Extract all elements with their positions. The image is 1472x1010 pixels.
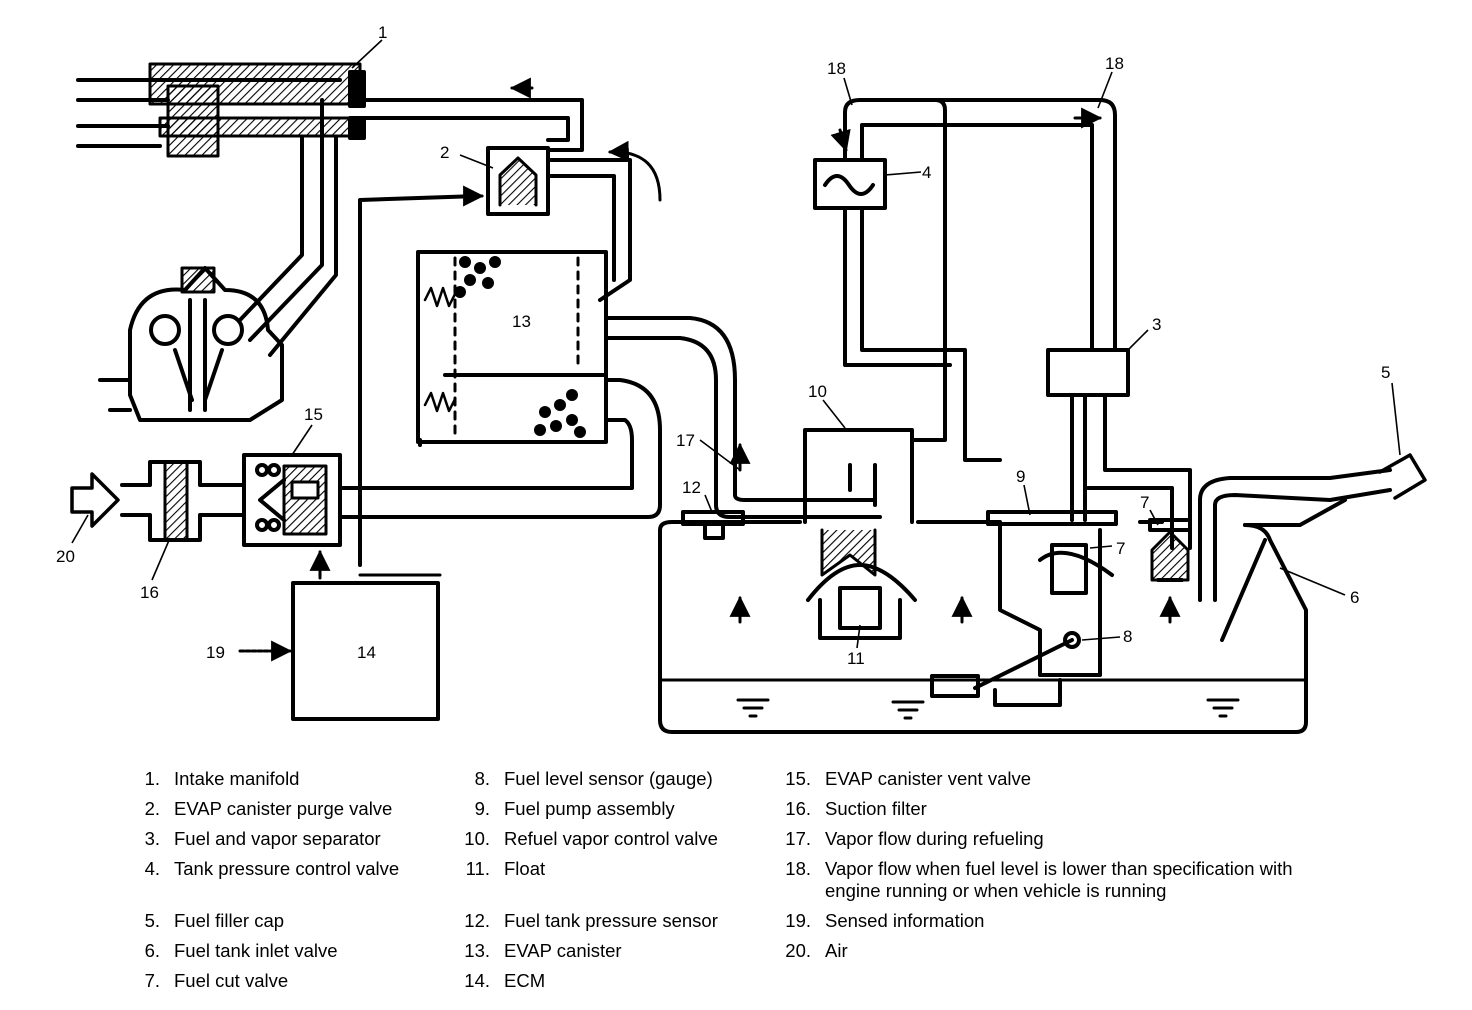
callout-16: 16 xyxy=(140,583,159,602)
callout-14: 14 xyxy=(357,643,376,662)
intake-manifold xyxy=(76,62,572,357)
evap-canister-vent-valve xyxy=(242,453,342,547)
callout-7-left: 7 xyxy=(1116,539,1125,558)
legend-item: 2.EVAP canister purge valve xyxy=(144,798,393,819)
callout-17: 17 xyxy=(676,431,695,450)
callout-15: 15 xyxy=(304,405,323,424)
legend-item: 12.Fuel tank pressure sensor xyxy=(464,910,718,931)
callout-20: 20 xyxy=(56,547,75,566)
callout-18-right: 18 xyxy=(1105,54,1124,73)
legend-item: 1.Intake manifold xyxy=(144,768,300,789)
legend-item: 15.EVAP canister vent valve xyxy=(785,768,1032,789)
legend-item: 11.Float xyxy=(465,858,546,879)
callout-13: 13 xyxy=(512,312,531,331)
legend-item: 14.ECM xyxy=(464,970,546,991)
callout-labels: 1 2 3 4 5 6 7 7 8 9 10 11 12 13 14 15 16… xyxy=(56,23,1390,668)
callout-4: 4 xyxy=(922,163,931,182)
legend-item: 18.Vapor flow when fuel level is lower t… xyxy=(785,858,1293,901)
legend-item: 8.Fuel level sensor (gauge) xyxy=(474,768,713,789)
fuel-tank-pressure-sensor xyxy=(681,510,745,540)
fuel-level-markers xyxy=(736,698,1240,720)
callout-1: 1 xyxy=(378,23,387,42)
fuel-tank xyxy=(658,453,1427,734)
ecm-box xyxy=(291,581,440,721)
callout-18-left: 18 xyxy=(827,59,846,78)
suction-filter xyxy=(120,460,246,542)
tank-pressure-control-valve xyxy=(813,98,1117,462)
callout-leaders xyxy=(71,39,1401,649)
callout-3: 3 xyxy=(1152,315,1161,334)
float-assembly xyxy=(806,528,917,640)
legend-item: 16.Suction filter xyxy=(785,798,927,819)
callout-8: 8 xyxy=(1123,627,1132,646)
callout-12: 12 xyxy=(682,478,701,497)
legend-column-3: 15.EVAP canister vent valve 16.Suction f… xyxy=(777,764,1337,966)
legend-column-2: 8.Fuel level sensor (gauge) 9.Fuel pump … xyxy=(456,764,776,996)
engine-cylinder-head xyxy=(98,266,284,422)
callout-11: 11 xyxy=(847,649,865,668)
evap-canister-purge-valve xyxy=(486,98,632,302)
callout-19: 19 xyxy=(206,643,225,662)
callout-10: 10 xyxy=(808,382,827,401)
callout-6: 6 xyxy=(1350,588,1359,607)
legend-column-1: 1.Intake manifold 2.EVAP canister purge … xyxy=(126,764,456,996)
legend-item: 13.EVAP canister xyxy=(464,940,622,961)
legend-item: 5.Fuel filler cap xyxy=(144,910,285,931)
evap-system-diagram: 1 2 3 4 5 6 7 7 8 9 10 11 12 13 14 15 16… xyxy=(56,23,1427,734)
callout-2: 2 xyxy=(440,143,449,162)
legend-item: 6.Fuel tank inlet valve xyxy=(144,940,338,961)
canister-charcoal xyxy=(454,256,586,438)
air-inlet-arrow xyxy=(70,472,120,528)
legend-item: 3.Fuel and vapor separator xyxy=(144,828,381,849)
legend-item: 19.Sensed information xyxy=(785,910,985,931)
legend-item: 17.Vapor flow during refueling xyxy=(785,828,1044,849)
legend-item: 10.Refuel vapor control valve xyxy=(464,828,718,849)
callout-5: 5 xyxy=(1381,363,1390,382)
legend-item: 20.Air xyxy=(785,940,848,961)
callout-9: 9 xyxy=(1016,467,1025,486)
legend-item: 9.Fuel pump assembly xyxy=(474,798,675,819)
fuel-pump-assembly xyxy=(930,510,1118,707)
legend-item: 7.Fuel cut valve xyxy=(144,970,289,991)
legend-item: 4.Tank pressure control valve xyxy=(144,858,400,879)
evap-canister xyxy=(416,250,608,444)
callout-7-right: 7 xyxy=(1140,493,1149,512)
fuel-cut-valve xyxy=(1148,518,1192,582)
